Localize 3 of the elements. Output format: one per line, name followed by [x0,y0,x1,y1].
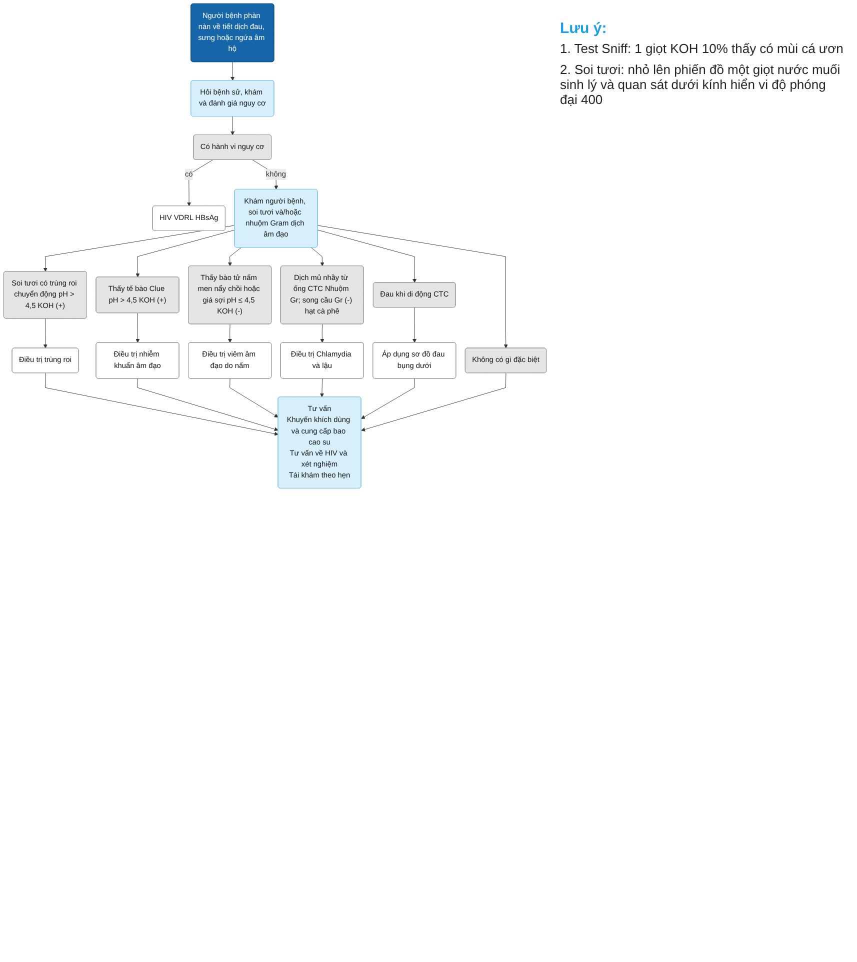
note-heading: Lưu ý: [560,20,608,37]
note-text: 1. Test Sniff: 1 giọt KOH 10% thấy có mùi cá ươn [560,41,844,56]
note-text: 2. Soi tươi: nhỏ lên phiến đồ một giọt nước muối sinh lý và quan sát dưới kính hiển vi độ phóng đại 400 [560,62,842,107]
